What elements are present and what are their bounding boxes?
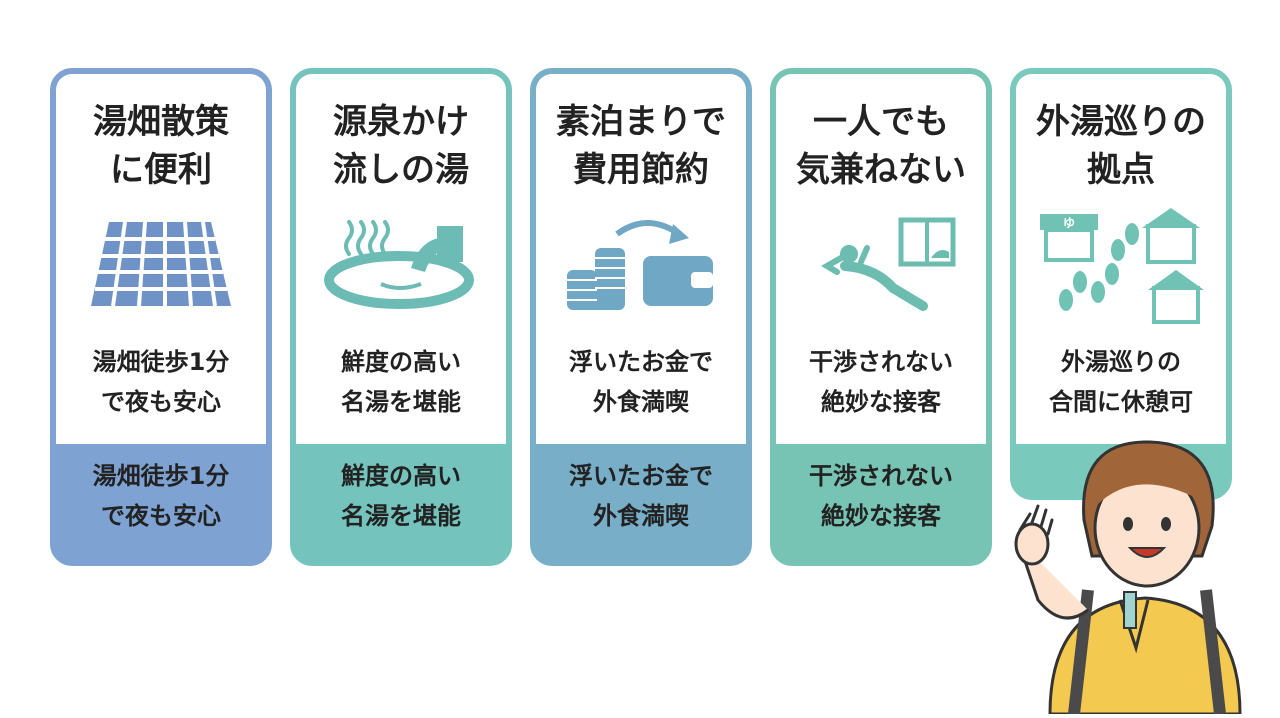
waving-girl-illustration xyxy=(1010,420,1280,716)
card-title: 素泊まりで 費用節約 xyxy=(556,102,726,190)
card-title: 外湯巡りの 拠点 xyxy=(1036,102,1206,190)
card-description: 浮いたお金で 外食満喫 xyxy=(569,348,713,416)
card-footer: 鮮度の高い 名湯を堪能 xyxy=(341,462,461,530)
feature-card-2: 源泉かけ 流しの湯 鮮度の高い 名湯を堪能 鮮度の高い 名湯を堪能 xyxy=(290,68,512,566)
card-title: 一人でも 気兼ねない xyxy=(796,102,966,190)
card-footer: 浮いたお金で 外食満喫 xyxy=(569,462,713,530)
card-body: 湯畑散策 に便利 湯畑徒歩1分 で夜も安心 xyxy=(56,74,266,444)
feature-card-5: 外湯巡りの 拠点 ゆ 外湯巡りの 合間に休憩可 xyxy=(1010,68,1232,500)
card-description: 干渉されない 絶妙な接客 xyxy=(809,348,953,416)
card-title: 源泉かけ 流しの湯 xyxy=(333,102,469,190)
card-body: 一人でも 気兼ねない 干渉されない 絶妙な接客 xyxy=(776,74,986,444)
coins-wallet-icon xyxy=(536,214,746,324)
card-description: 鮮度の高い 名湯を堪能 xyxy=(341,348,461,416)
relaxing-person-icon xyxy=(776,214,986,324)
hot-spring-bath-icon xyxy=(296,214,506,324)
feature-card-3: 素泊まりで 費用節約 浮いたお金で 外食満喫 浮いたお金で 外食満喫 xyxy=(530,68,752,566)
card-body: 源泉かけ 流しの湯 鮮度の高い 名湯を堪能 xyxy=(296,74,506,444)
card-footer: 干渉されない 絶妙な接客 xyxy=(809,462,953,530)
bathhouse-sign: ゆ xyxy=(1063,216,1075,230)
bathhouses-footsteps-icon: ゆ xyxy=(1016,204,1226,334)
card-description: 外湯巡りの 合間に休憩可 xyxy=(1049,348,1193,416)
grid-square-icon xyxy=(56,214,266,324)
card-body: 外湯巡りの 拠点 ゆ 外湯巡りの 合間に休憩可 xyxy=(1016,74,1226,444)
feature-card-4: 一人でも 気兼ねない 干渉されない 絶妙な接客 干渉されない 絶妙な接客 xyxy=(770,68,992,566)
card-title: 湯畑散策 に便利 xyxy=(93,102,229,190)
card-description: 湯畑徒歩1分 で夜も安心 xyxy=(92,348,230,416)
card-body: 素泊まりで 費用節約 浮いたお金で 外食満喫 xyxy=(536,74,746,444)
feature-card-1: 湯畑散策 に便利 湯畑徒歩1分 で夜も安心 湯畑徒歩1分 で夜も安心 xyxy=(50,68,272,566)
card-footer: 湯畑徒歩1分 で夜も安心 xyxy=(92,462,230,530)
